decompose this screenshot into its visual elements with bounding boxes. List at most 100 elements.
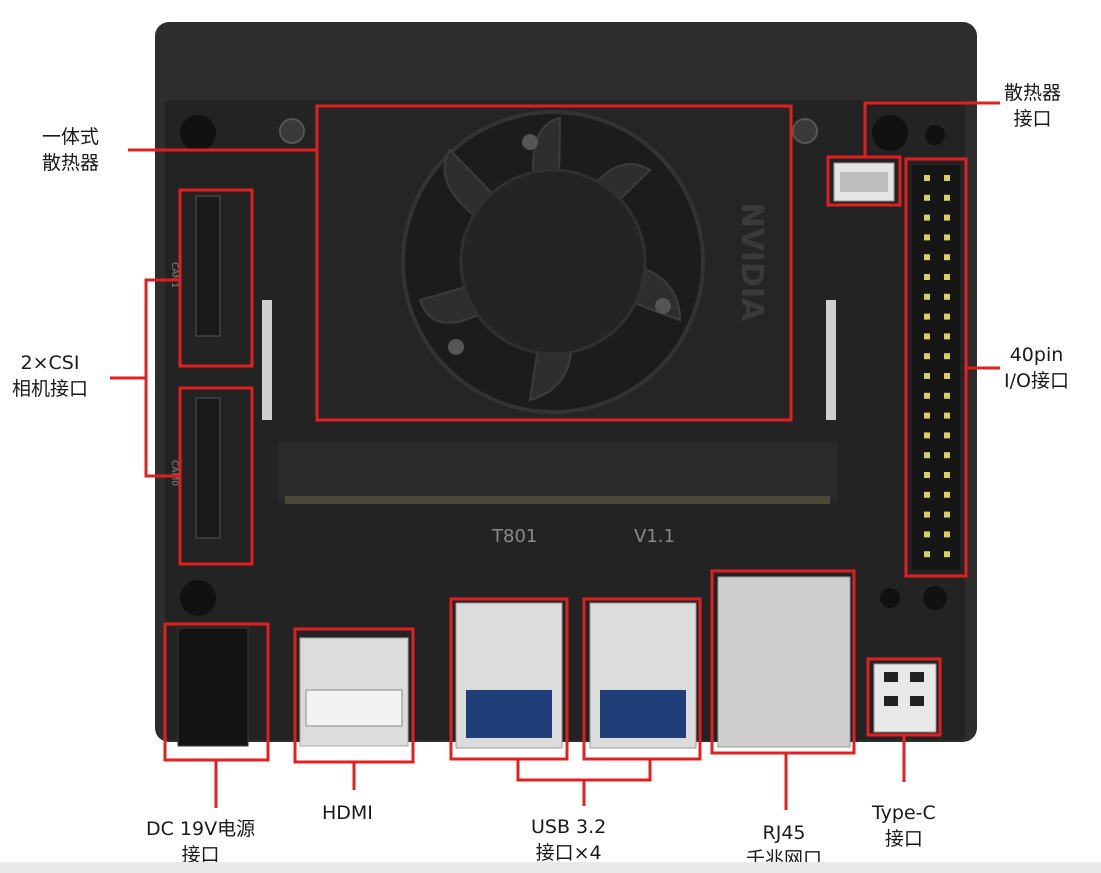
gpio-pin xyxy=(944,353,950,360)
gpio-pin xyxy=(944,234,950,241)
label-usb: USB 3.2 接口×4 xyxy=(531,814,606,866)
fan-hub-dots xyxy=(448,134,671,355)
leader-fan xyxy=(863,101,1000,157)
gpio-pin xyxy=(924,353,930,360)
gpio-pin xyxy=(944,214,950,221)
label-typec-line1: Type-C xyxy=(872,802,936,824)
gpio-pin xyxy=(944,313,950,320)
module-slot xyxy=(278,442,838,502)
box-rj45 xyxy=(710,569,856,755)
label-dc-line1: DC 19V电源 xyxy=(146,818,256,840)
leader-lines xyxy=(110,101,1000,810)
gpio-pin xyxy=(924,333,930,340)
label-fan-line1: 散热器 xyxy=(1004,82,1062,104)
label-heatsink: 一体式 散热器 xyxy=(42,124,99,176)
usb-port-1 xyxy=(455,602,563,749)
gpio-pin xyxy=(944,511,950,518)
box-usb-2 xyxy=(582,597,702,761)
gpio-pin xyxy=(944,373,950,379)
typec-contact-4 xyxy=(910,696,924,706)
gpio-pin xyxy=(924,531,930,538)
label-fan-line2: 接口 xyxy=(1013,108,1052,130)
label-hdmi-line1: HDMI xyxy=(322,802,373,824)
screw-right xyxy=(792,118,818,144)
label-gpio: 40pin I/O接口 xyxy=(1004,342,1069,394)
brand-mark: NVIDIA xyxy=(734,203,769,323)
screw-left xyxy=(279,118,305,144)
gpio-pin xyxy=(944,392,950,399)
leader-usb xyxy=(516,759,652,782)
label-csi-line2: 相机接口 xyxy=(12,378,89,400)
cam0-silk: CAM0 xyxy=(169,460,179,486)
gpio-pin xyxy=(924,511,930,518)
gpio-pin xyxy=(944,274,950,280)
gpio-pin xyxy=(944,551,950,558)
label-dc: DC 19V电源 接口 xyxy=(146,816,255,868)
label-fan-connector: 散热器 接口 xyxy=(1004,80,1061,132)
gpio-pin xyxy=(944,175,950,181)
gpio-pin xyxy=(944,472,950,478)
gpio-pin xyxy=(924,214,930,221)
label-usb-line1: USB 3.2 xyxy=(531,816,607,838)
cam1-silk: CAM1 xyxy=(169,262,179,288)
gpio-pin xyxy=(944,293,950,300)
board-version: V1.1 xyxy=(634,526,675,547)
label-gpio-line2: I/O接口 xyxy=(1004,370,1069,392)
box-usb-1 xyxy=(449,597,569,761)
gpio-pin xyxy=(944,412,950,419)
gpio-pin xyxy=(924,373,930,379)
gpio-pin xyxy=(924,491,930,498)
label-csi-line1: 2×CSI xyxy=(20,352,80,374)
gpio-pin xyxy=(944,333,950,340)
gpio-pin xyxy=(924,412,930,419)
slot-latch-left xyxy=(262,300,272,420)
mounting-holes xyxy=(180,115,947,616)
fan-connector-inner xyxy=(840,172,888,192)
gpio-pin xyxy=(924,274,930,280)
gpio-pin xyxy=(944,452,950,459)
gpio-pin xyxy=(944,194,950,201)
gpio-pin xyxy=(924,392,930,399)
label-heatsink-line2: 散热器 xyxy=(42,152,100,174)
hdmi-opening xyxy=(305,689,403,727)
gpio-pin xyxy=(924,432,930,439)
gpio-pin xyxy=(924,175,930,181)
label-hdmi: HDMI xyxy=(322,800,373,826)
label-heatsink-line1: 一体式 xyxy=(42,126,100,148)
typec-contact-1 xyxy=(884,672,898,682)
gpio-pin xyxy=(944,432,950,439)
label-usb-line2: 接口×4 xyxy=(535,842,602,864)
module-slot-pins xyxy=(285,496,830,504)
label-csi: 2×CSI 相机接口 xyxy=(12,350,88,402)
rj45-port xyxy=(717,576,851,748)
gpio-pin xyxy=(924,254,930,261)
gpio-pin xyxy=(924,194,930,201)
box-heatsink xyxy=(315,104,793,422)
label-dc-line2: 接口 xyxy=(181,844,220,866)
gpio-pin xyxy=(944,254,950,261)
gpio-pin xyxy=(944,531,950,538)
typec-port xyxy=(873,663,937,733)
label-rj45-line1: RJ45 xyxy=(762,822,806,844)
usb-port-2 xyxy=(589,602,697,749)
gpio-pin xyxy=(924,234,930,241)
dc-jack xyxy=(177,627,249,747)
box-csi-1 xyxy=(178,188,254,368)
gpio-pins xyxy=(924,175,950,558)
label-typec-line2: 接口 xyxy=(884,828,923,850)
csi-connector-2 xyxy=(195,397,221,539)
gpio-pin xyxy=(924,293,930,300)
gpio-pin xyxy=(924,452,930,459)
typec-contact-3 xyxy=(884,696,898,706)
typec-contact-2 xyxy=(910,672,924,682)
gpio-pin xyxy=(924,551,930,558)
bottom-strip xyxy=(0,862,1101,873)
gpio-pin xyxy=(944,491,950,498)
board-silkscreen: T801 xyxy=(491,526,537,547)
label-typec: Type-C 接口 xyxy=(872,800,936,852)
slot-latch-right xyxy=(826,300,836,420)
gpio-pin xyxy=(924,472,930,478)
gpio-pin xyxy=(924,313,930,320)
fan-hub xyxy=(459,168,647,356)
